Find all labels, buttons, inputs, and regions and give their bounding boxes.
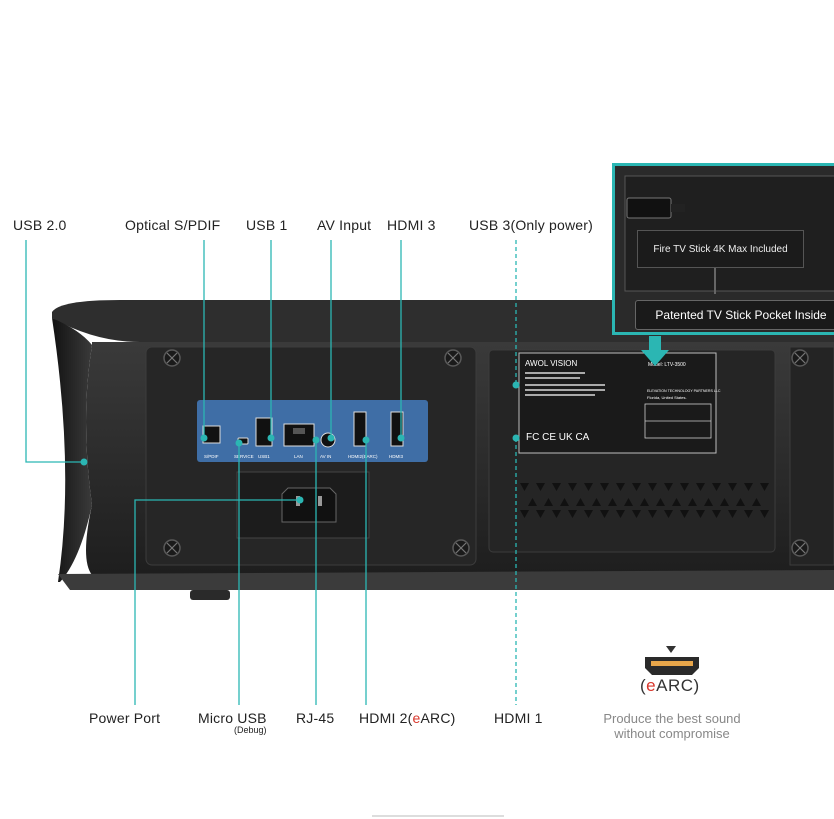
earc-note: Produce the best sound without compromis… [590,711,754,741]
port-label-service: SERVICE [234,454,254,459]
power-socket [281,487,337,523]
label-usb3: USB 3(Only power) [469,217,593,233]
leader-dots [80,381,520,504]
hdmi2-e: e [412,710,421,726]
port-label-spdif: S/PDIF [204,454,219,459]
callout-arrow-head [641,350,669,366]
earc-caption: (eARC) [640,676,700,696]
usb1-port [255,417,273,447]
foot [190,590,230,600]
label-av-input: AV Input [317,217,372,233]
earc-rest: ARC) [656,676,700,695]
earc-e: e [646,676,657,695]
label-hdmi3: HDMI 3 [387,217,436,233]
label-company: ELEVATION TECHNOLOGY PARTNERS LLC [647,389,721,393]
cert-marks: FC CE UK CA [526,432,590,443]
label-model: Model: LTV-3500 [648,362,686,368]
vents [520,483,769,518]
label-optical: Optical S/PDIF [125,217,221,233]
label-location: Florida, United States. [647,395,687,400]
label-power-port: Power Port [89,710,161,726]
port-label-hdmi2: HDMI2(EARC) [348,454,378,459]
port-label-avin: AV IN [320,454,331,459]
earc-pointer [666,646,676,653]
label-rj45: RJ-45 [296,710,335,726]
earc-note-line2: without compromise [614,726,730,741]
lan-port [283,423,315,447]
hdmi2-prefix: HDMI 2( [359,710,413,726]
hdmi2-suffix: ARC) [420,710,456,726]
label-usb1: USB 1 [246,217,288,233]
label-micro-usb-debug: (Debug) [234,725,267,735]
port-label-hdmi3: HDMI3 [389,454,403,459]
label-micro-usb: Micro USB [198,710,267,726]
label-brand: AWOL VISION [525,359,578,368]
bottom-rim [58,570,834,590]
label-usb20: USB 2.0 [13,217,67,233]
left-side [52,318,92,582]
tv-stick-callout: Fire TV Stick 4K Max Included Patented T… [612,163,834,335]
earc-open: ( [640,676,647,695]
pocket-caption: Patented TV Stick Pocket Inside [635,300,834,330]
label-hdmi2-earc: HDMI 2(eARC) [359,710,456,726]
callout-arrow-stem [649,336,661,352]
leader-lines [25,240,517,705]
rating-label [518,352,717,454]
fire-tv-stick-label: Fire TV Stick 4K Max Included [637,230,804,268]
label-hdmi1: HDMI 1 [494,710,543,726]
port-label-lan: LAN [294,454,303,459]
port-label-usb1: USB1 [258,454,270,459]
earc-note-line1: Produce the best sound [603,711,741,726]
